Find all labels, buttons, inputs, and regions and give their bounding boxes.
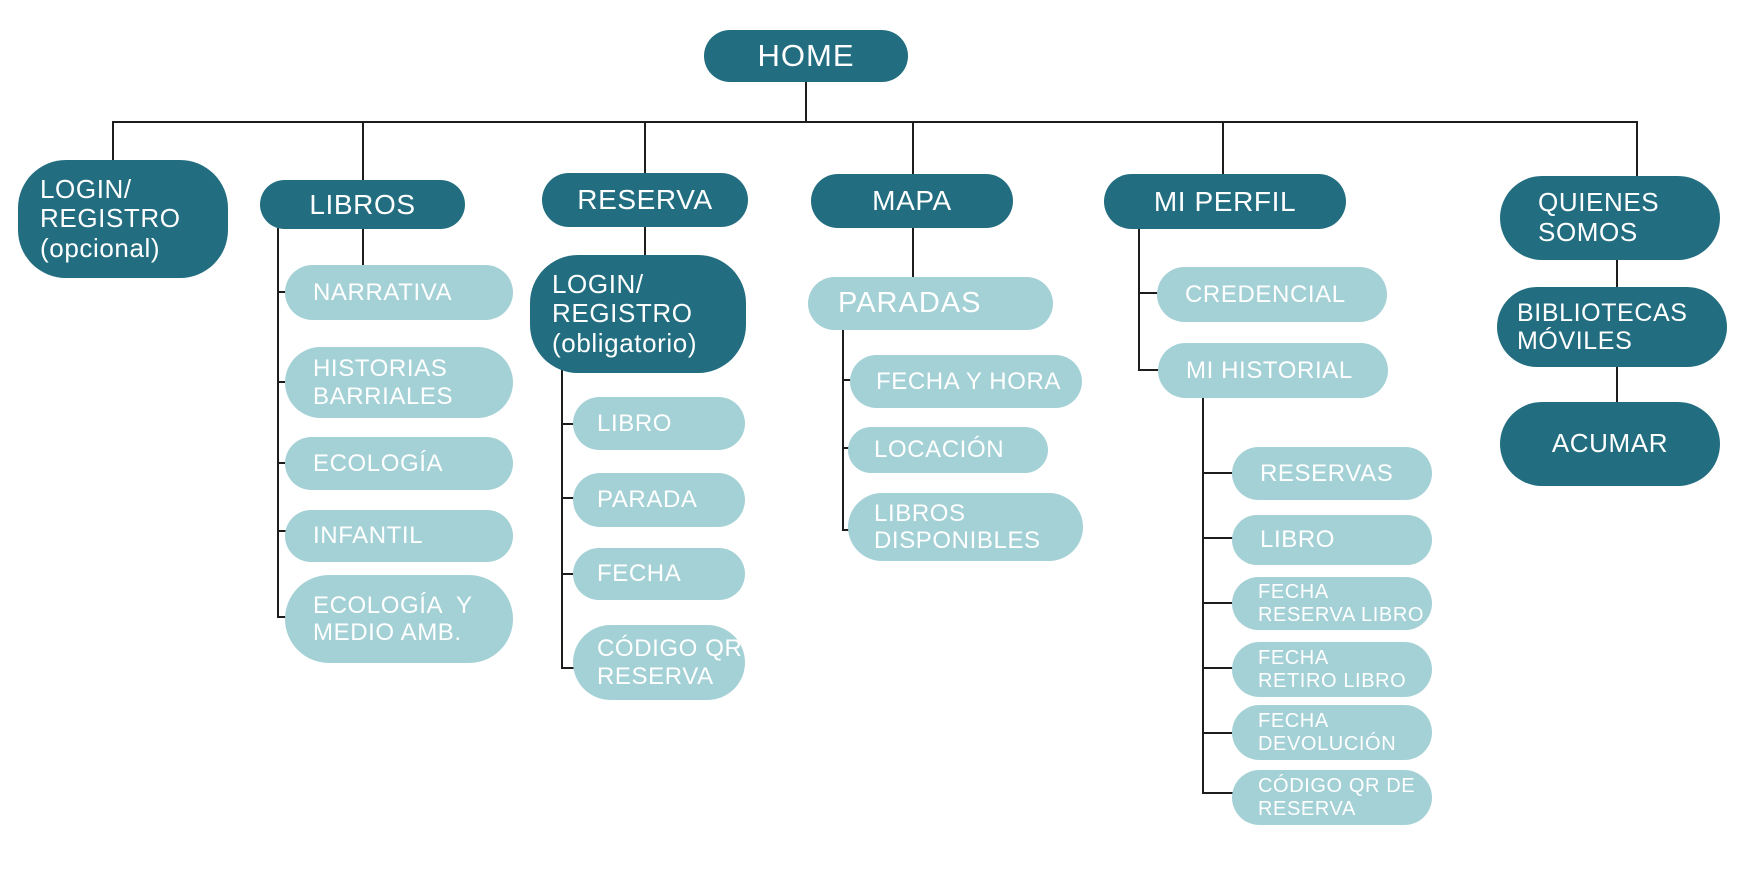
node-mapa: MAPA <box>811 174 1013 228</box>
connector-line <box>112 121 114 163</box>
node-historias-barriales: HISTORIAS BARRIALES <box>285 347 513 418</box>
connector-line <box>1138 369 1160 371</box>
node-acumar: ACUMAR <box>1500 402 1720 486</box>
node-fecha-devolucion: FECHA DEVOLUCIÓN <box>1232 705 1432 760</box>
node-narrativa: NARRATIVA <box>285 265 513 320</box>
node-libro: LIBRO <box>573 397 745 450</box>
node-ecologia: ECOLOGÍA <box>285 437 513 490</box>
node-paradas: PARADAS <box>808 277 1053 330</box>
node-historial-libro: LIBRO <box>1232 515 1432 565</box>
node-fecha-reserva-libro: FECHA RESERVA LIBRO <box>1232 577 1432 630</box>
connector-line <box>1202 537 1234 539</box>
node-mi-historial: MI HISTORIAL <box>1158 343 1388 398</box>
node-fecha: FECHA <box>573 548 745 600</box>
node-login-registro-opcional: LOGIN/ REGISTRO (opcional) <box>18 160 228 278</box>
node-fecha-retiro-libro: FECHA RETIRO LIBRO <box>1232 642 1432 697</box>
connector-line <box>1202 602 1234 604</box>
connector-line <box>842 328 844 531</box>
connector-line <box>912 228 914 278</box>
node-codigo-qr-reserva: CÓDIGO QR RESERVA <box>573 625 745 700</box>
node-login-registro-obligatorio: LOGIN/ REGISTRO (obligatorio) <box>530 255 746 373</box>
connector-line <box>1616 367 1618 403</box>
connector-line <box>277 226 279 618</box>
connector-line <box>1222 121 1224 176</box>
node-mi-perfil: MI PERFIL <box>1104 174 1346 229</box>
connector-line <box>1202 792 1234 794</box>
node-fecha-y-hora: FECHA Y HORA <box>850 355 1082 408</box>
node-locacion: LOCACIÓN <box>848 427 1048 473</box>
node-libros-disponibles: LIBROS DISPONIBLES <box>848 493 1083 561</box>
connector-line <box>644 121 646 175</box>
connector-line <box>362 121 364 182</box>
connector-line <box>842 379 857 381</box>
node-libros: LIBROS <box>260 180 465 229</box>
node-parada: PARADA <box>573 473 745 527</box>
connector-line <box>1138 292 1160 294</box>
connector-line <box>561 573 578 575</box>
node-infantil: INFANTIL <box>285 510 513 562</box>
connector-line <box>1138 229 1140 371</box>
connector-line <box>1202 398 1204 794</box>
connector-line <box>561 497 578 499</box>
connector-line <box>561 370 563 669</box>
connector-line <box>1202 667 1234 669</box>
node-bibliotecas-moviles: BIBLIOTECAS MÓVILES <box>1497 287 1727 367</box>
node-ecologia-y-medio-amb: ECOLOGÍA Y MEDIO AMB. <box>285 575 513 663</box>
connector-line <box>1616 260 1618 288</box>
connector-line <box>561 667 578 669</box>
connector-line <box>112 121 1638 123</box>
node-quienes-somos: QUIENES SOMOS <box>1500 176 1720 260</box>
node-codigo-qr-de-reserva: CÓDIGO QR DE RESERVA <box>1232 770 1432 825</box>
connector-line <box>1202 472 1234 474</box>
connector-line <box>912 121 914 176</box>
connector-line <box>561 423 578 425</box>
node-home: HOME <box>704 30 908 82</box>
node-reserva: RESERVA <box>542 173 748 227</box>
connector-line <box>1202 732 1234 734</box>
node-reservas: RESERVAS <box>1232 447 1432 500</box>
connector-line <box>1636 121 1638 178</box>
connector-line <box>362 228 364 266</box>
node-credencial: CREDENCIAL <box>1157 267 1387 322</box>
connector-line <box>805 82 807 122</box>
connector-line <box>644 227 646 256</box>
